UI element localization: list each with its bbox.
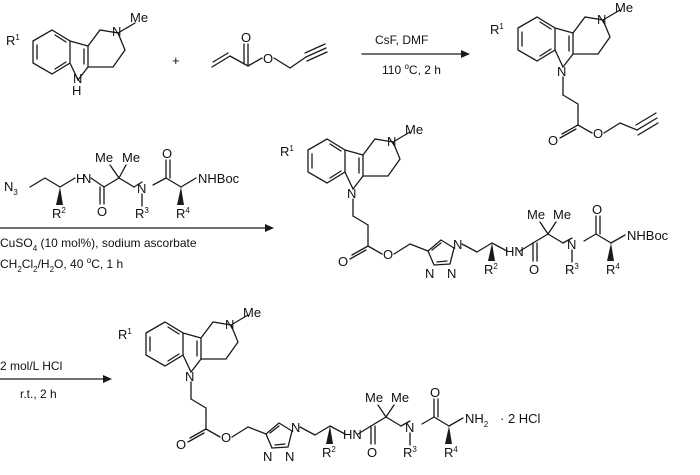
azido-peptide-structure: [29, 159, 197, 207]
azide-me-1: Me: [95, 150, 113, 165]
azide-carbonyl-o-2: O: [162, 146, 172, 161]
int2-ester-o: O: [383, 247, 393, 262]
step1-conditions: 110 oC, 2 h: [382, 62, 441, 77]
int2-carbonyl-o-3: O: [592, 202, 602, 217]
step3-conditions: r.t., 2 h: [20, 387, 57, 401]
int2-triazole-n3: N: [425, 266, 434, 281]
methyl-label: Me: [130, 10, 148, 25]
int1-n-methyl-label: N: [597, 12, 606, 27]
azide-amide-h-label: H: [76, 171, 85, 186]
prod-nh2-label: NH2: [465, 411, 489, 429]
int2-amide-hn-label: HN: [505, 244, 524, 259]
reaction-arrow-1-head: [461, 50, 470, 58]
azide-me-2: Me: [122, 150, 140, 165]
prod-ester-o: O: [221, 430, 231, 445]
plus-sign: +: [172, 53, 180, 68]
azide-r3-label: R3: [135, 206, 149, 221]
int2-triazole-n1: N: [453, 237, 462, 252]
starting-carboline-structure: [32, 22, 136, 82]
indole-nh-label: H: [72, 83, 81, 98]
int2-r1-label: R1: [280, 144, 294, 159]
prod-n-r3-label: N: [405, 420, 414, 435]
int2-nhboc-label: NHBoc: [627, 228, 669, 243]
int2-triazole-n2: N: [447, 266, 456, 281]
azide-amide-n-label: N: [82, 171, 91, 186]
azide-label: N3: [4, 179, 18, 197]
prod-n-methyl-label: N: [225, 317, 234, 332]
azide-carbonyl-o-1: O: [97, 204, 107, 219]
int2-r4-label: R4: [606, 262, 620, 277]
prod-carbonyl-o: O: [176, 437, 186, 452]
int2-r3-label: R3: [565, 262, 579, 277]
int2-me-2: Me: [553, 207, 571, 222]
final-product-structure: [145, 314, 464, 449]
int2-n-r3-label: N: [567, 237, 576, 252]
azide-r4-label: R4: [176, 206, 190, 221]
prod-triazole-n1: N: [291, 420, 300, 435]
int1-ester-o: O: [593, 126, 603, 141]
n-methyl-label: N: [112, 24, 121, 39]
prod-carbonyl-o-3: O: [430, 385, 440, 400]
intermediate-2-structure: [307, 131, 626, 266]
int2-carbonyl-o-2: O: [529, 262, 539, 277]
prod-me-1: Me: [365, 390, 383, 405]
int1-methyl-label: Me: [615, 0, 633, 15]
azide-r2-label: R2: [52, 206, 66, 221]
step2-solvent-conditions: CH2Cl2/H2O, 40 oC, 1 h: [0, 256, 123, 274]
intermediate-1-structure: [517, 9, 659, 139]
azide-n-r3-label: N: [137, 181, 146, 196]
reaction-arrow-2-head: [265, 224, 274, 232]
step2-reagents: CuSO4 (10 mol%), sodium ascorbate: [0, 236, 197, 253]
prod-indole-n-label: N: [185, 369, 194, 384]
acrylate-ester-o: O: [263, 51, 273, 66]
propargyl-acrylate-structure: [211, 43, 328, 69]
int2-indole-n-label: N: [347, 186, 356, 201]
prod-hcl-salt-label: · 2 HCl: [500, 411, 541, 426]
prod-methyl-label: Me: [243, 305, 261, 320]
prod-r3-label: R3: [403, 445, 417, 460]
int1-r1-label: R1: [490, 22, 504, 37]
int2-me-1: Me: [527, 207, 545, 222]
int2-r2-label: R2: [484, 262, 498, 277]
prod-triazole-n2: N: [285, 449, 294, 464]
prod-amide-hn-label: HN: [343, 427, 362, 442]
azide-nhboc-label: NHBoc: [198, 171, 240, 186]
int1-carbonyl-o: O: [548, 133, 558, 148]
prod-triazole-n3: N: [263, 449, 272, 464]
reaction-arrow-3-head: [103, 375, 112, 383]
step1-reagents: CsF, DMF: [375, 33, 428, 47]
acrylate-carbonyl-o: O: [241, 30, 251, 45]
int2-methyl-label: Me: [405, 122, 423, 137]
prod-r1-label: R1: [118, 327, 132, 342]
prod-r2-label: R2: [322, 445, 336, 460]
int2-n-methyl-label: N: [387, 134, 396, 149]
prod-r4-label: R4: [444, 445, 458, 460]
r1-label: R1: [6, 33, 20, 48]
int2-carbonyl-o: O: [338, 254, 348, 269]
prod-carbonyl-o-2: O: [367, 445, 377, 460]
int1-indole-n-label: N: [557, 64, 566, 79]
indole-n-label: N: [73, 71, 82, 86]
step3-reagents: 2 mol/L HCl: [0, 359, 62, 373]
prod-me-2: Me: [391, 390, 409, 405]
